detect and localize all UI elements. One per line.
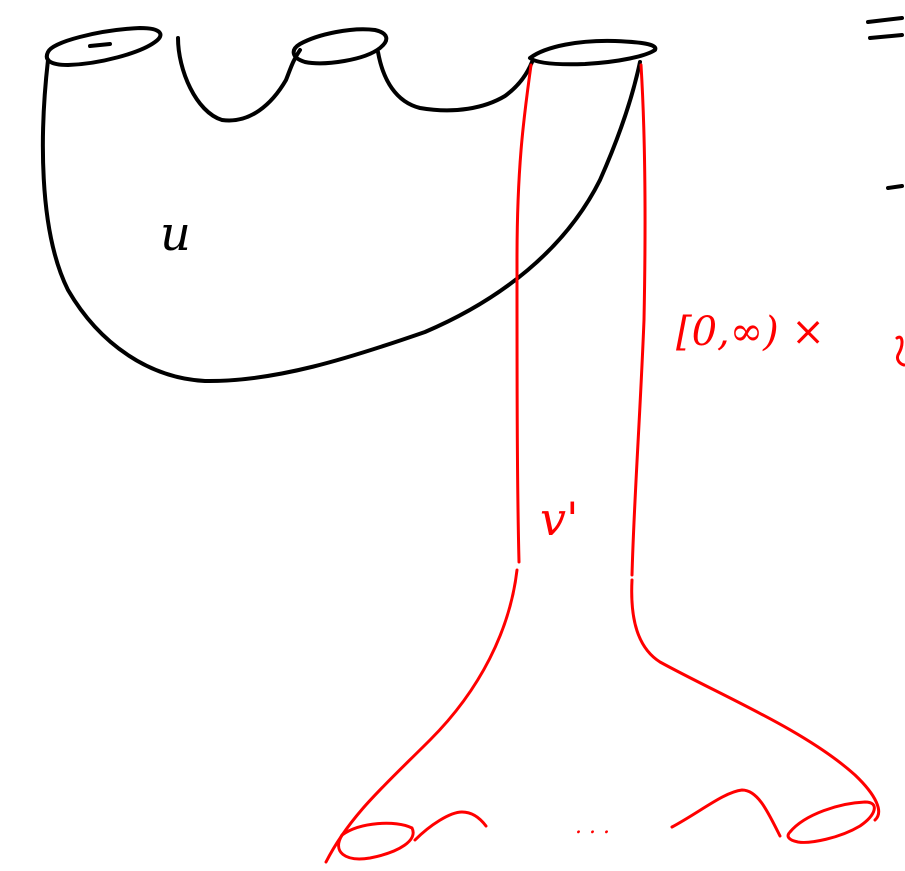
surface-u bbox=[43, 28, 655, 381]
label-v-prime: v' bbox=[540, 492, 579, 546]
cylinder-right-wall bbox=[632, 65, 645, 575]
bottom-arch-left bbox=[415, 812, 486, 840]
label-interval: [0,∞) × bbox=[676, 309, 825, 355]
cylinder-left-wall bbox=[517, 65, 531, 562]
surface-u-middle-end bbox=[294, 29, 387, 63]
bottom-left-end bbox=[339, 823, 414, 859]
cut-off-glyph bbox=[897, 337, 904, 365]
surface-u-left-end-mark bbox=[90, 44, 110, 46]
cobordism-v-prime bbox=[326, 65, 879, 862]
bottom-right-end bbox=[788, 802, 874, 842]
equals-sign-top bbox=[868, 18, 902, 38]
surface-u-right-end bbox=[530, 41, 655, 64]
label-dots: . . . bbox=[575, 814, 610, 839]
label-u: u bbox=[160, 206, 191, 262]
bottom-arch-right bbox=[672, 790, 780, 836]
surface-u-valley-1 bbox=[178, 38, 300, 121]
surface-u-valley-2 bbox=[378, 52, 532, 110]
equals-sign-middle bbox=[888, 186, 902, 188]
leg-right-outline bbox=[632, 580, 879, 820]
surface-u-body bbox=[43, 60, 640, 381]
leg-left-outline bbox=[326, 570, 517, 862]
